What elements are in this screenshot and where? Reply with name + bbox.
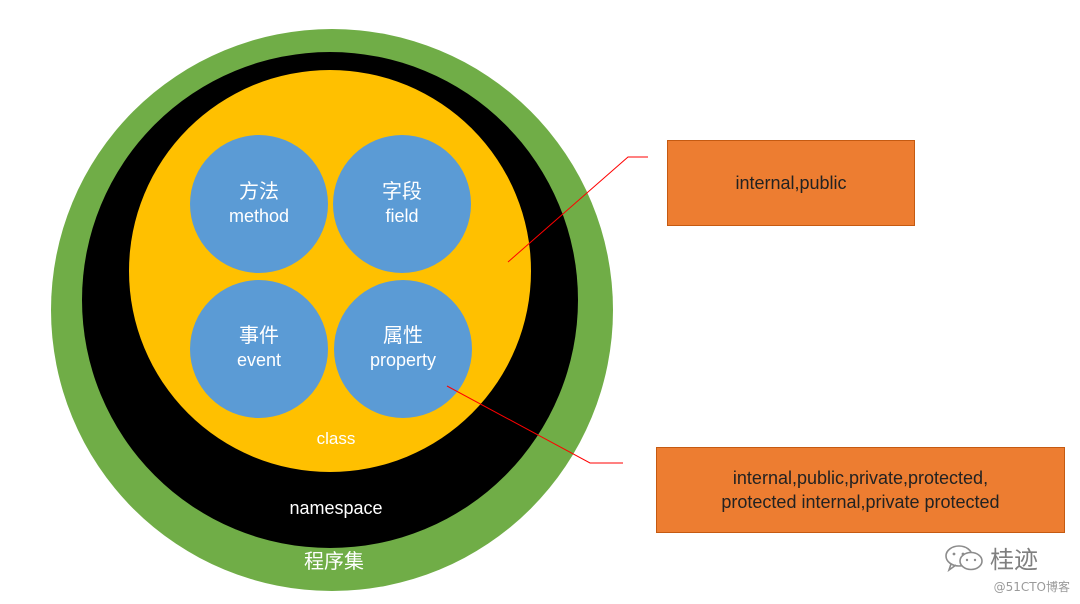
event-circle: [190, 280, 328, 418]
field-label-en: field: [385, 206, 418, 226]
member-access-callout: internal,public,private,protected, prote…: [656, 447, 1065, 533]
property-circle: [334, 280, 472, 418]
watermark-site: @51CTO博客: [993, 580, 1070, 594]
wechat-icon: [945, 544, 983, 572]
event-label-en: event: [237, 350, 281, 370]
field-circle: [333, 135, 471, 273]
class-callout-connector: [507, 156, 648, 263]
watermark-brand-text: 桂迹: [990, 546, 1038, 574]
method-label-zh: 方法: [239, 180, 279, 203]
method-circle: [190, 135, 328, 273]
class-label: class: [317, 429, 356, 448]
assembly-label: 程序集: [304, 550, 364, 573]
namespace-label: namespace: [289, 498, 382, 518]
class-circle: [129, 70, 531, 472]
class-access-callout: internal,public: [667, 140, 915, 226]
property-label-zh: 属性: [383, 324, 423, 347]
member-callout-connector: [446, 385, 623, 464]
member-access-line-1: internal,public,private,protected,: [732, 468, 989, 488]
class-access-text: internal,public: [735, 173, 847, 193]
property-label-en: property: [370, 350, 436, 370]
field-label-zh: 字段: [382, 180, 422, 203]
method-label-en: method: [229, 206, 289, 226]
event-label-zh: 事件: [239, 324, 279, 347]
watermark-brand: 桂迹: [944, 540, 1038, 575]
member-access-line-2: protected internal,private protected: [721, 492, 1000, 512]
